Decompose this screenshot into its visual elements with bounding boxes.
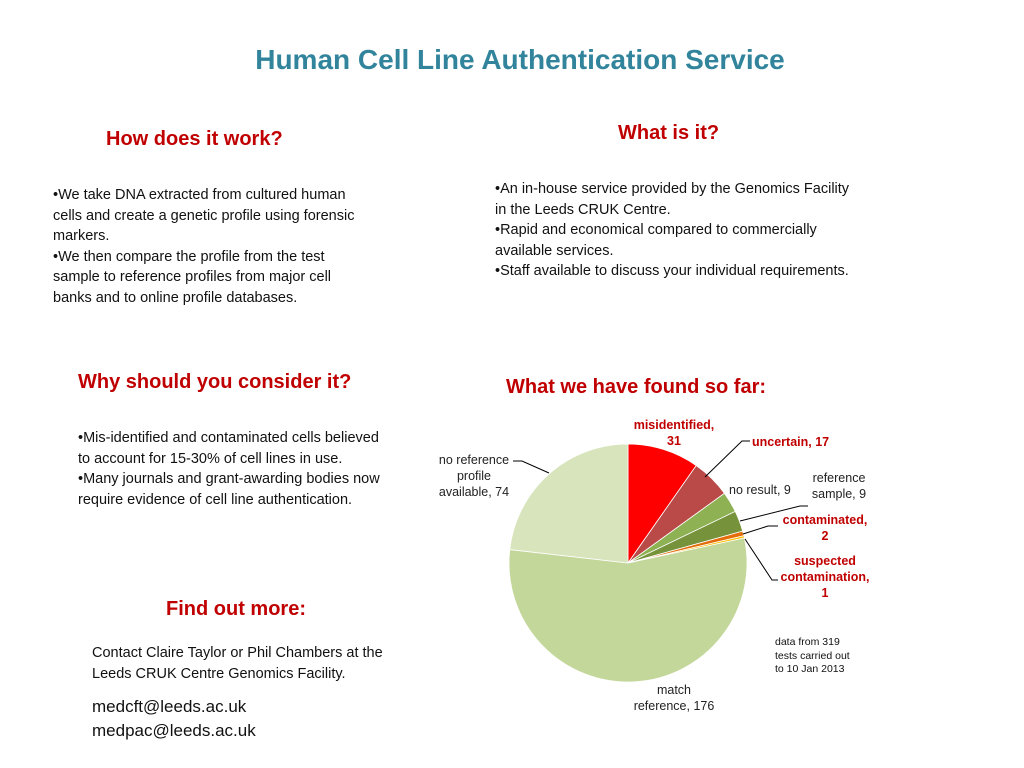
- what-bullet: •An in-house service provided by the Gen…: [495, 181, 850, 218]
- what-bullet: •Rapid and economical compared to commer…: [495, 222, 817, 259]
- why-bullet: •Mis-identified and contaminated cells b…: [78, 430, 379, 467]
- why-heading: Why should you consider it?: [78, 371, 352, 393]
- why-bullet: •Many journals and grant-awarding bodies…: [78, 471, 380, 508]
- how-heading: How does it work?: [106, 128, 283, 150]
- email-link[interactable]: medcft@leeds.ac.uk: [92, 697, 247, 716]
- label-no-result: no result, 9: [729, 483, 791, 497]
- pie-slice-no-reference-profile-available: [509, 443, 629, 564]
- what-heading: What is it?: [618, 122, 720, 144]
- how-bullet: •We then compare the profile from the te…: [53, 248, 332, 306]
- leader-line-contaminated: [742, 525, 778, 535]
- contact-text: Contact Claire Taylor or Phil Chambers a…: [92, 645, 383, 682]
- leader-line-no-reference: [513, 460, 550, 474]
- why-body: •Mis-identified and contaminated cells b…: [78, 428, 383, 510]
- leader-line-suspected: [744, 538, 778, 581]
- label-uncertain: uncertain, 17: [752, 435, 830, 449]
- pie-slices: [508, 443, 748, 683]
- pie-slice-match-reference: [508, 537, 748, 683]
- what-body: •An in-house service provided by the Gen…: [495, 179, 855, 282]
- label-misidentified: misidentified,31: [633, 418, 715, 448]
- what-bullet: •Staff available to discuss your individ…: [495, 263, 849, 279]
- leader-line-uncertain: [704, 440, 750, 478]
- how-body: •We take DNA extracted from cultured hum…: [53, 185, 373, 308]
- how-bullet: •We take DNA extracted from cultured hum…: [53, 187, 355, 244]
- label-contaminated: contaminated,2: [782, 513, 868, 543]
- data-note: data from 319 tests carried out to 10 Ja…: [775, 636, 850, 675]
- more-heading: Find out more:: [166, 598, 306, 620]
- leader-line-reference-sample: [739, 505, 808, 522]
- email-link[interactable]: medpac@leeds.ac.uk: [92, 721, 256, 740]
- chart-title: What we have found so far:: [506, 376, 767, 398]
- leader-lines: [513, 440, 808, 581]
- page-title: Human Cell Line Authentication Service: [255, 44, 785, 75]
